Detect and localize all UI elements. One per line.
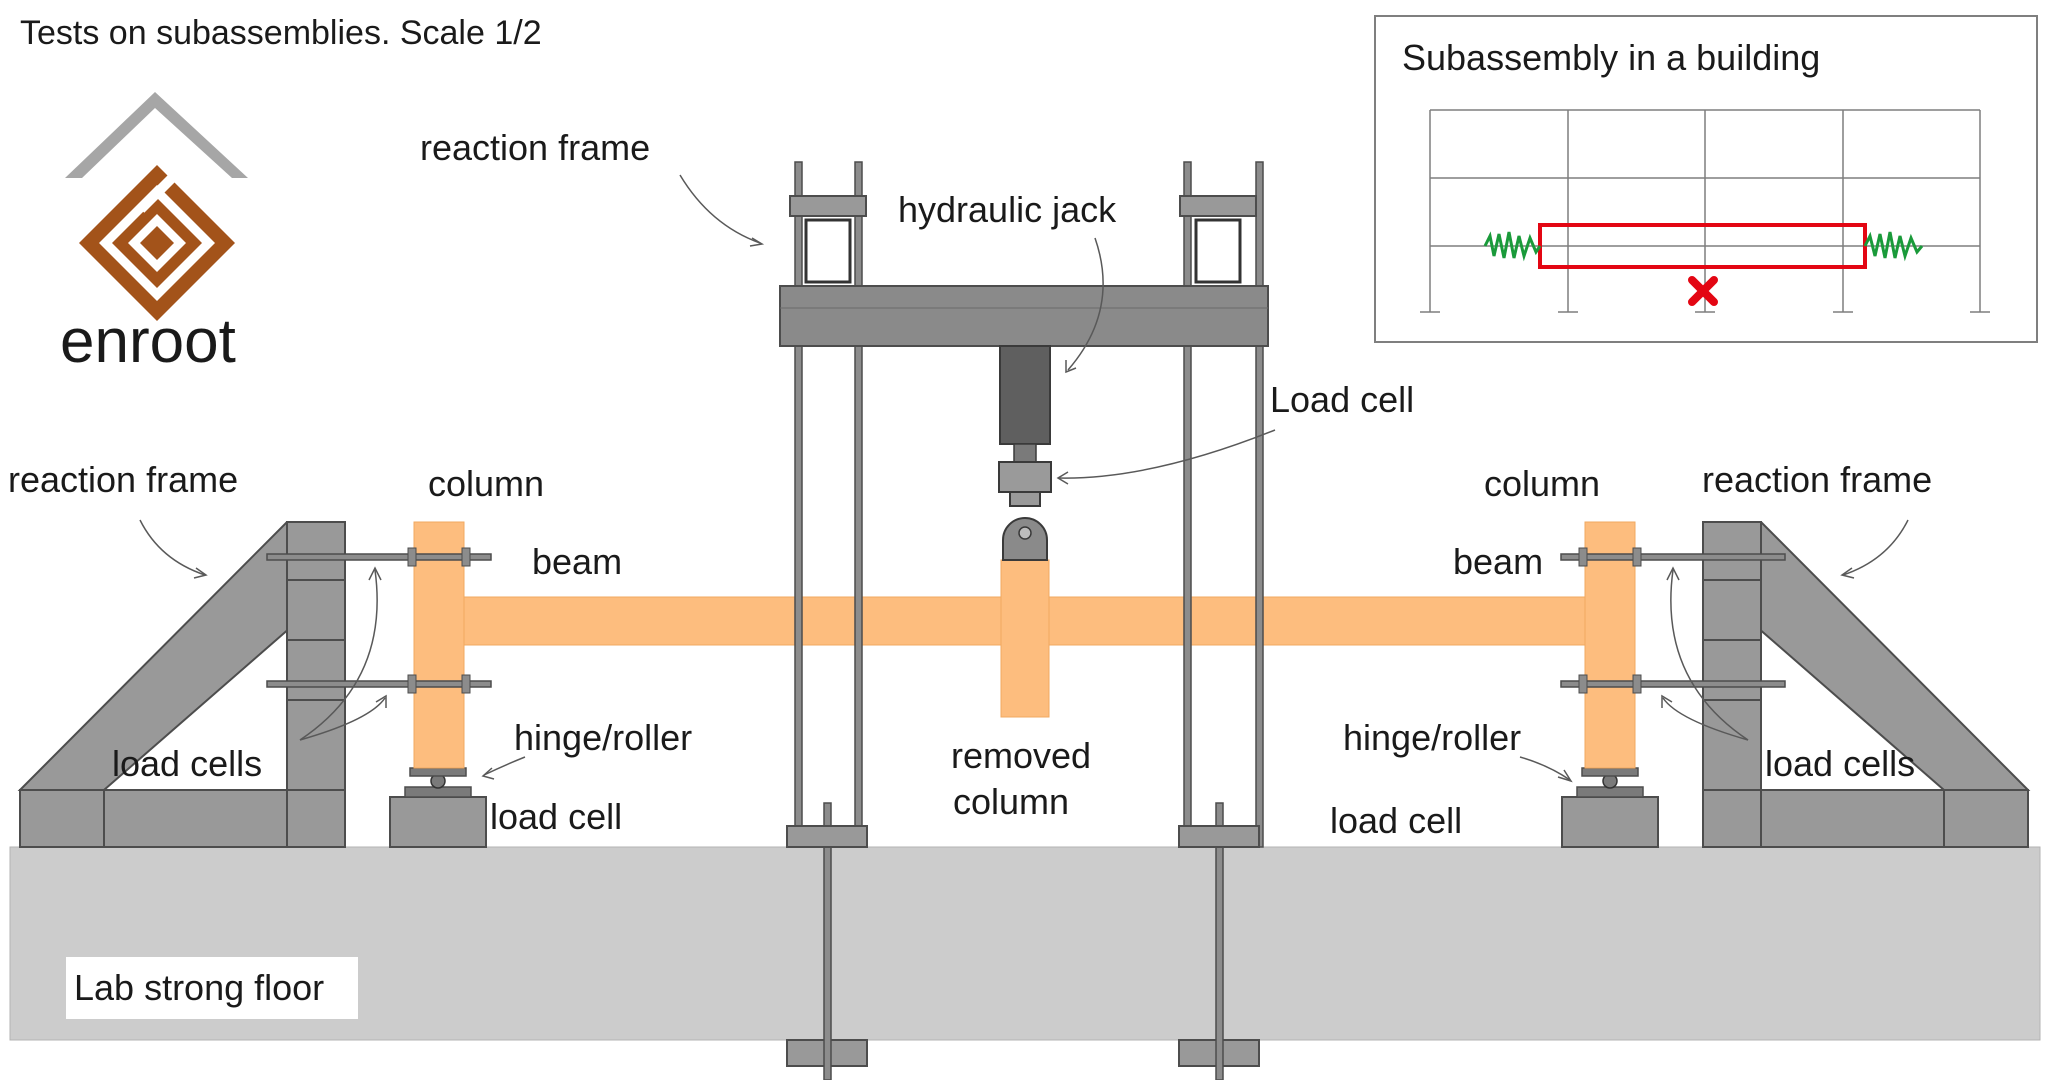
inset-title: Subassembly in a building [1402,37,1820,78]
diagram-title: Tests on subassemblies. Scale 1/2 [20,14,542,52]
label-load-cell-right: load cell [1330,800,1462,841]
floor-label: Lab strong floor [74,967,324,1008]
label-beam-left: beam [532,541,622,582]
support-load-cell-left [389,796,487,848]
removed-column-stub [1000,559,1050,718]
hydraulic-jack [999,345,1051,463]
column-left [413,521,465,769]
label-reaction-frame-right: reaction frame [1702,459,1932,500]
label-load-cell-top: Load cell [1270,379,1414,420]
reaction-frame-top [779,161,1269,1080]
floor-label-box [66,957,358,1019]
tie-rods-right [1560,547,1786,694]
label-removed-column-line1: removed [951,735,1091,776]
label-column-left: column [428,463,544,504]
label-hinge-left: hinge/roller [514,717,692,758]
label-load-cells-right: load cells [1765,743,1915,784]
label-reaction-frame-top: reaction frame [420,127,650,168]
hinge-roller-right [1576,767,1644,798]
logo-spiral-icon [79,165,235,321]
inset-removed-column-cross-icon [1688,276,1718,306]
label-removed-column-line2: column [953,781,1069,822]
leader-arrows [139,174,1909,783]
tie-rods-left [266,547,492,694]
logo-roof-icon [65,92,248,178]
enroot-logo: enroot [60,92,248,376]
label-load-cells-left: load cells [112,743,262,784]
label-hydraulic-jack: hydraulic jack [898,189,1117,230]
inset-building: Subassembly in a building [1374,15,2038,343]
inset-spring-left-icon [1483,231,1542,262]
label-reaction-frame-left: reaction frame [8,459,238,500]
hinge-roller-left [404,767,472,798]
label-column-right: column [1484,463,1600,504]
label-beam-right: beam [1453,541,1543,582]
label-hinge-right: hinge/roller [1343,717,1521,758]
support-load-cell-right [1561,796,1659,848]
top-load-cell [998,461,1052,561]
logo-wordmark: enroot [60,307,236,376]
label-load-cell-left: load cell [490,796,622,837]
inset-spring-right-icon [1863,231,1924,262]
column-right [1584,521,1636,769]
